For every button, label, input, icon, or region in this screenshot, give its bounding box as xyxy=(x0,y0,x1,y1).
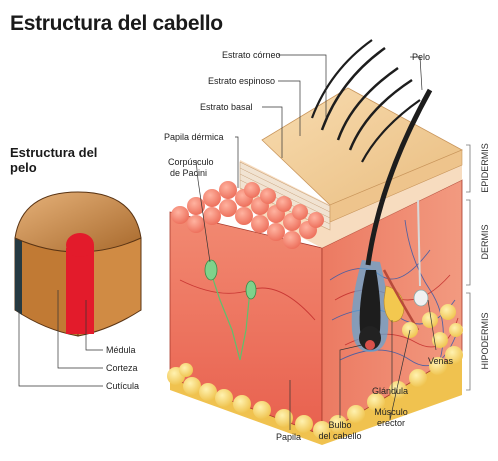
label-pacini-1: Corpúsculo xyxy=(168,157,214,167)
label-stratum-corneum: Estrato córneo xyxy=(222,50,281,60)
sweat-gland xyxy=(413,199,429,307)
skin-cross-section xyxy=(167,39,471,445)
label-veins: Venas xyxy=(428,356,454,366)
hair-structure-title: Estructura del pelo xyxy=(10,145,98,175)
label-bulb-1: Bulbo xyxy=(328,420,352,430)
layer-hypodermis: HIPODERMIS xyxy=(480,312,490,370)
label-stratum-basale: Estrato basal xyxy=(200,102,253,112)
dermal-papillae xyxy=(171,181,324,249)
label-muscle-2: erector xyxy=(376,418,405,428)
hair-strands xyxy=(310,39,433,266)
label-muscle-1: Músculo xyxy=(374,407,408,417)
hair-strand-section xyxy=(14,191,142,387)
hypodermis-fat xyxy=(167,304,463,439)
layer-dermis: DERMIS xyxy=(480,224,490,260)
layer-brackets xyxy=(466,144,471,391)
label-cuticle: Cutícula xyxy=(106,381,140,391)
page-title: Estructura del cabello xyxy=(10,12,223,35)
label-cortex: Corteza xyxy=(106,363,138,373)
leader-lines xyxy=(195,54,437,430)
layer-epidermis: EPIDERMIS xyxy=(480,143,490,193)
label-medulla: Médula xyxy=(106,345,136,355)
pacini-corpuscles xyxy=(204,259,257,361)
label-hair: Pelo xyxy=(412,52,431,62)
label-pacini-2: de Pacini xyxy=(170,168,208,178)
label-stratum-spinosum: Estrato espinoso xyxy=(208,76,276,86)
label-bulb-2: del cabello xyxy=(318,431,362,441)
label-gland: Glándula xyxy=(372,386,409,396)
hair-follicle xyxy=(351,260,389,352)
label-dermal-papilla: Papila dérmica xyxy=(164,132,224,142)
label-papilla: Papila xyxy=(276,432,302,442)
